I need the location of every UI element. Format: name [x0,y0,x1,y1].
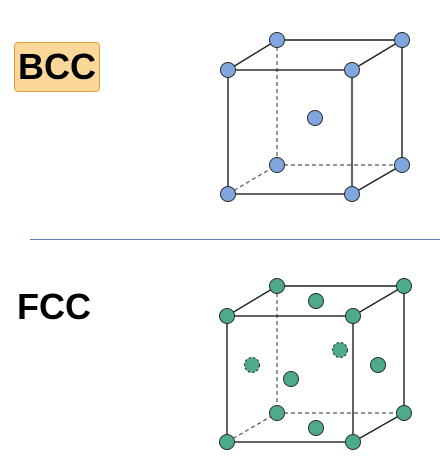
bcc-edge-top-left [227,39,278,71]
bcc-corner-atom [220,62,236,78]
bcc-corner-atom [344,62,360,78]
bcc-edge-bottom-right [351,164,403,195]
fcc-face-center-atom-left [244,357,260,373]
fcc-corner-atom [219,434,235,450]
fcc-corner-atom [219,308,235,324]
fcc-corner-atom [269,278,285,294]
fcc-face-center-atom-back [332,342,348,358]
bcc-label: BCC [14,42,100,92]
fcc-front-face [226,315,354,443]
fcc-face-center-atom-bottom [308,420,324,436]
bcc-body-center-atom [307,110,323,126]
fcc-face-center-atom-front [283,371,299,387]
bcc-corner-atom [269,32,285,48]
bcc-front-face [227,69,353,195]
bcc-corner-atom [344,186,360,202]
fcc-corner-atom [396,278,412,294]
bcc-unit-cell-diagram [220,32,410,202]
fcc-face-center-atom-top [308,293,324,309]
fcc-edge-top-right [352,285,405,317]
bcc-corner-atom [269,157,285,173]
fcc-label: FCC [17,286,91,327]
section-divider [30,239,440,240]
fcc-atoms [219,278,412,450]
bcc-corner-atom [394,157,410,173]
bcc-edge-top-right [351,39,403,71]
fcc-face-center-atom-right [370,357,386,373]
fcc-edge-bottom-right [352,412,405,443]
bcc-corner-atom [220,186,236,202]
fcc-hidden-edge-bottom-left [226,412,278,443]
fcc-edge-top-left [226,285,278,317]
fcc-corner-atom [269,405,285,421]
bcc-atoms [220,32,410,202]
bcc-corner-atom [394,32,410,48]
fcc-corner-atom [345,308,361,324]
fcc-corner-atom [345,434,361,450]
fcc-corner-atom [396,405,412,421]
bcc-hidden-edge-bottom-left [227,164,278,195]
